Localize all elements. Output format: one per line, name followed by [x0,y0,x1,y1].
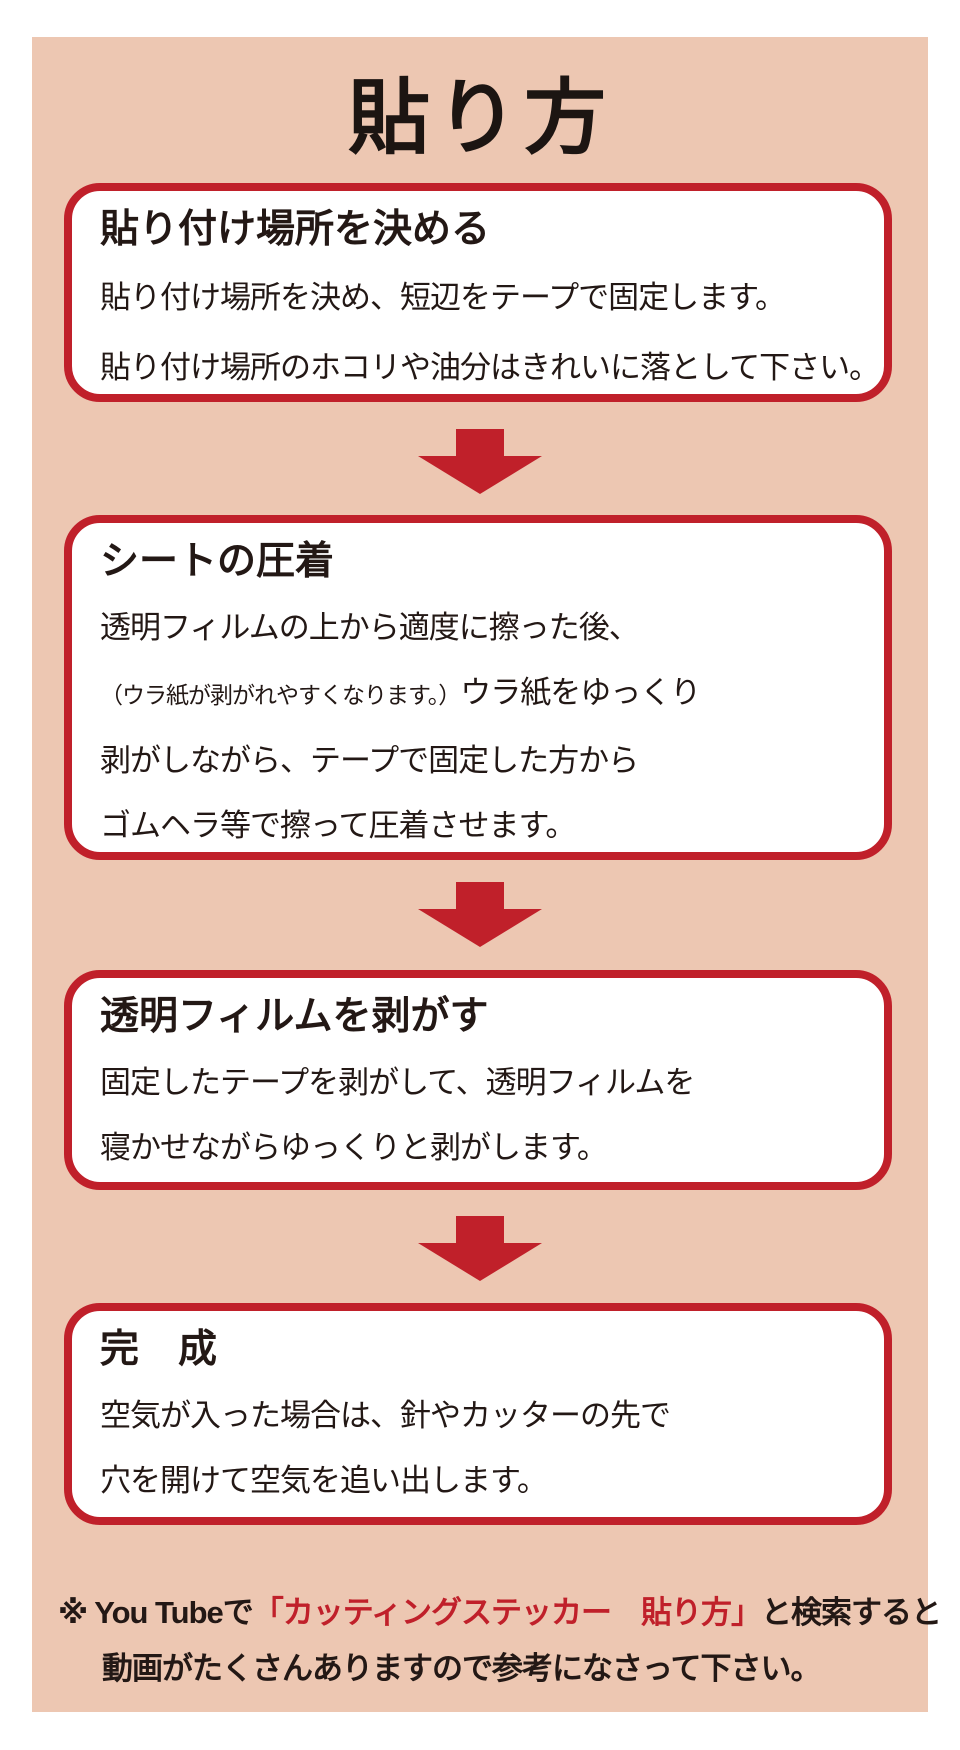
footer-note: ※ You Tubeで「カッティングステッカー 貼り方」と検索すると 動画がたく… [58,1585,942,1697]
flyer-canvas: 貼り方 貼り付け場所を決める 貼り付け場所を決め、短辺をテープで固定します。 貼… [32,37,942,1712]
step-body-line: 固定したテープを剥がして、透明フィルムを [100,1065,695,1100]
step-body-small-note: （ウラ紙が剥がれやすくなります。） [100,682,461,708]
step-heading: 完 成 [100,1328,218,1371]
arrow-head [418,1243,542,1281]
step-card-press-sheet: シートの圧着 透明フィルムの上から適度に擦った後、 （ウラ紙が剥がれやすくなりま… [64,515,892,860]
step-body-line: 剥がしながら、テープで固定した方から [100,743,639,778]
arrow-head [418,909,542,947]
step-heading: 貼り付け場所を決める [100,208,491,251]
footer-suffix: と検索すると [760,1595,942,1630]
step-body: 透明フィルムの上から適度に擦った後、 （ウラ紙が剥がれやすくなります。）ウラ紙を… [100,595,860,852]
step-body-line: 貼り付け場所を決め、短辺をテープで固定します。 [100,280,786,315]
step-body-line: （ウラ紙が剥がれやすくなります。）ウラ紙をゆっくり [100,660,860,728]
step-body-line-rest: ウラ紙をゆっくり [460,675,701,710]
step-card-complete: 完 成 空気が入った場合は、針やカッターの先で 穴を開けて空気を追い出します。 [64,1303,892,1525]
step-body-line: 空気が入った場合は、針やカッターの先で [100,1398,671,1433]
step-heading: 透明フィルムを剥がす [100,995,489,1038]
step-body: 固定したテープを剥がして、透明フィルムを 寝かせながらゆっくりと剥がします。 [100,1050,860,1180]
footer-note-line-2: 動画がたくさんありますので参考になさって下さい。 [102,1651,821,1686]
step-heading: シートの圧着 [100,540,335,583]
arrow-stem [456,1216,504,1243]
footer-prefix: ※ You Tubeで [58,1595,254,1630]
step-body-line: ゴムヘラ等で擦って圧着させます。 [100,808,576,843]
arrow-stem [456,429,504,456]
arrow-down-icon [418,882,542,947]
step-card-peel-film: 透明フィルムを剥がす 固定したテープを剥がして、透明フィルムを 寝かせながらゆっ… [64,970,892,1190]
footer-search-keyword: 「カッティングステッカー 貼り方」 [252,1595,762,1630]
arrow-head [418,456,542,494]
step-body-line: 貼り付け場所のホコリや油分はきれいに落として下さい。 [100,350,880,385]
step-body-line: 寝かせながらゆっくりと剥がします。 [100,1130,608,1165]
step-card-decide-location: 貼り付け場所を決める 貼り付け場所を決め、短辺をテープで固定します。 貼り付け場… [64,183,892,402]
arrow-stem [456,882,504,909]
arrow-down-icon [418,1216,542,1281]
step-body-line: 透明フィルムの上から適度に擦った後、 [100,610,640,645]
page-title: 貼り方 [347,73,612,164]
step-body: 空気が入った場合は、針やカッターの先で 穴を開けて空気を追い出します。 [100,1383,860,1513]
footer-note-line-1: ※ You Tubeで「カッティングステッカー 貼り方」と検索すると [58,1585,942,1641]
step-body: 貼り付け場所を決め、短辺をテープで固定します。 貼り付け場所のホコリや油分はきれ… [100,263,880,394]
arrow-down-icon [418,429,542,494]
step-body-line: 穴を開けて空気を追い出します。 [100,1463,548,1498]
